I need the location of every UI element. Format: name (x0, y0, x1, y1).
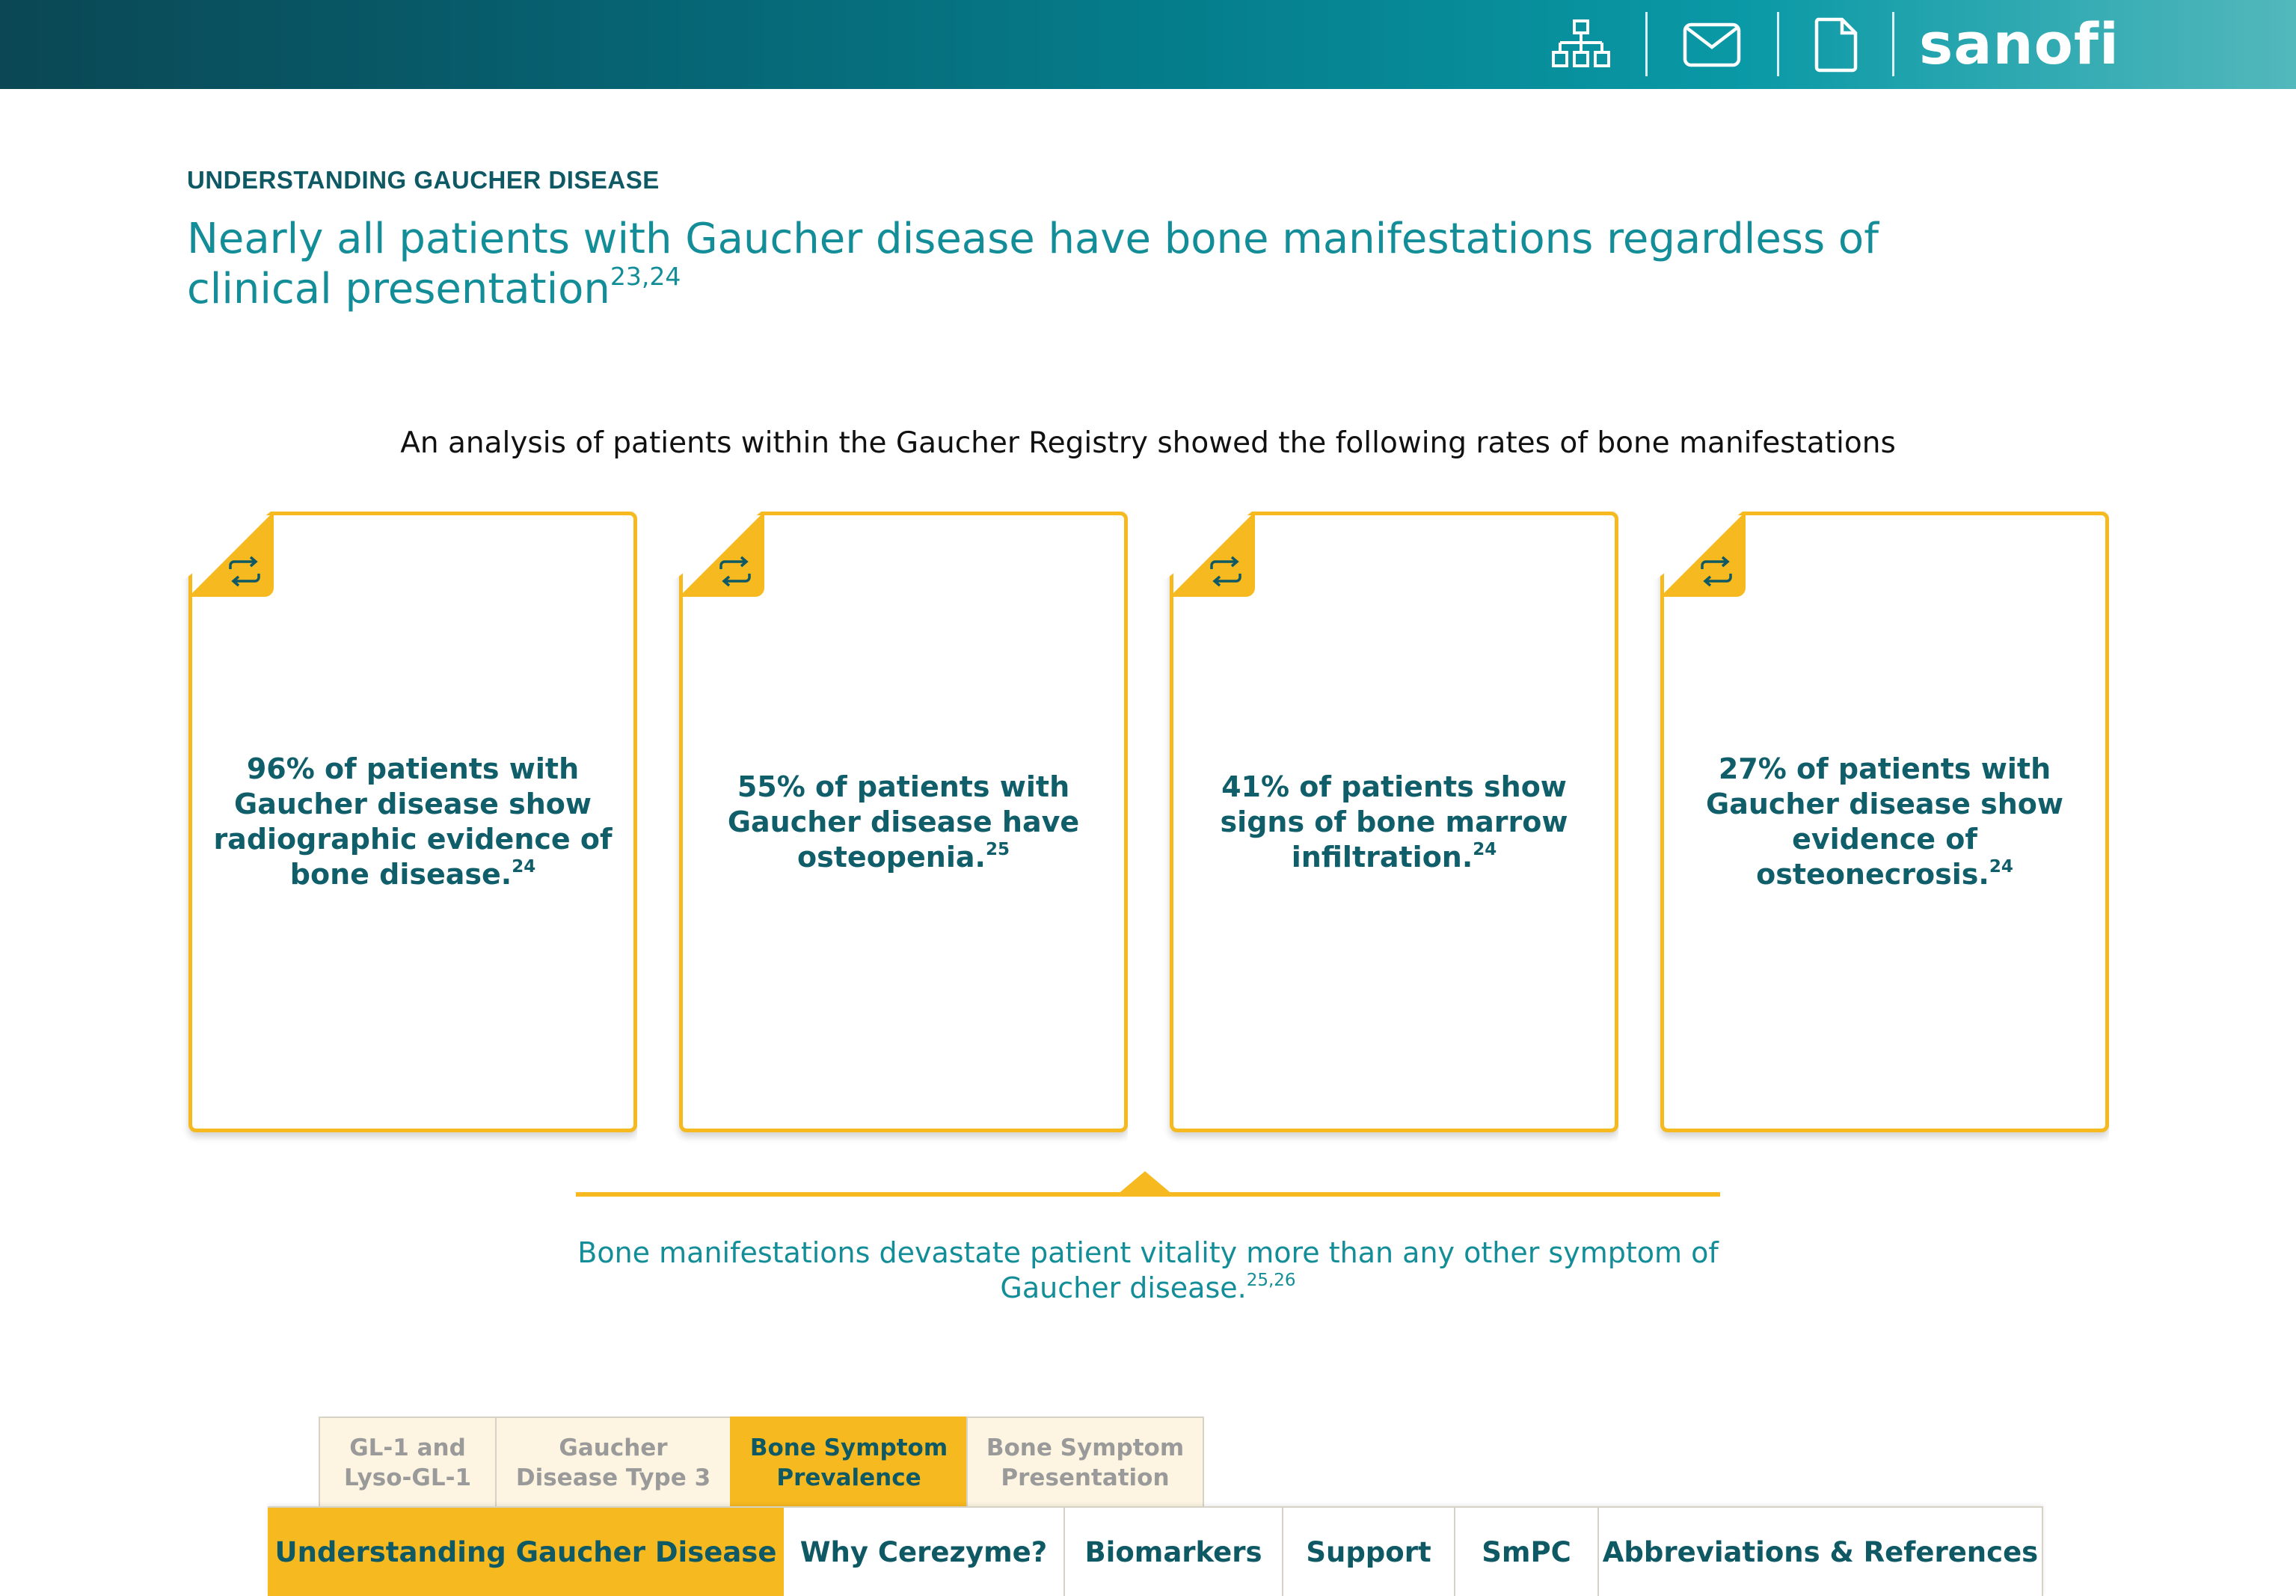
card-statement-text: 55% of patients with Gaucher disease hav… (727, 770, 1080, 874)
subtab-bone-symptom-presentation[interactable]: Bone Symptom Presentation (966, 1417, 1204, 1508)
card-reference: 24 (1989, 857, 2013, 877)
card-statement-text: 96% of patients with Gaucher disease sho… (213, 752, 613, 891)
page-title: Nearly all patients with Gaucher disease… (187, 214, 1982, 314)
top-bar: sanofi (0, 0, 2296, 89)
sanofi-logo: sanofi (1919, 10, 2119, 77)
callout-reference: 25,26 (1246, 1271, 1296, 1290)
header-divider (1645, 12, 1648, 76)
card-statement-text: 27% of patients with Gaucher disease sho… (1706, 752, 2063, 891)
flip-card-2[interactable]: 55% of patients with Gaucher disease hav… (679, 512, 1128, 1132)
section-eyebrow: UNDERSTANDING GAUCHER DISEASE (187, 166, 660, 194)
card-statement: 55% of patients with Gaucher disease hav… (701, 515, 1106, 1129)
sitemap-icon[interactable] (1548, 16, 1615, 73)
nav-why-cerezyme[interactable]: Why Cerezyme? (784, 1508, 1065, 1596)
subtab-gaucher-type-3[interactable]: Gaucher Disease Type 3 (495, 1417, 731, 1508)
flip-icon[interactable] (718, 556, 752, 587)
callout-divider (576, 1192, 1720, 1197)
title-reference: 23,24 (610, 262, 681, 291)
nav-smpc[interactable]: SmPC (1455, 1508, 1599, 1596)
flip-card-1[interactable]: 96% of patients with Gaucher disease sho… (188, 512, 637, 1132)
header-divider (1892, 12, 1894, 76)
card-statement: 41% of patients show signs of bone marro… (1191, 515, 1597, 1129)
subtab-bone-symptom-prevalence[interactable]: Bone Symptom Prevalence (730, 1417, 968, 1508)
flip-icon[interactable] (1209, 556, 1243, 587)
document-icon[interactable] (1802, 16, 1870, 73)
nav-biomarkers[interactable]: Biomarkers (1065, 1508, 1283, 1596)
nav-abbreviations-references[interactable]: Abbreviations & References (1599, 1508, 2043, 1596)
flip-card-4[interactable]: 27% of patients with Gaucher disease sho… (1660, 512, 2109, 1132)
intro-text: An analysis of patients within the Gauch… (400, 426, 1896, 460)
nav-support[interactable]: Support (1283, 1508, 1455, 1596)
card-reference: 25 (985, 839, 1010, 859)
flip-icon[interactable] (227, 556, 262, 587)
card-reference: 24 (1473, 839, 1497, 859)
callout-text: Bone manifestations devastate patient vi… (577, 1236, 1719, 1304)
subtab-gl1-lyso-gl1[interactable]: GL-1 and Lyso-GL-1 (319, 1417, 497, 1508)
mail-icon[interactable] (1678, 16, 1746, 73)
card-reference: 24 (512, 857, 536, 877)
card-statement-text: 41% of patients show signs of bone marro… (1220, 770, 1568, 874)
card-statement: 27% of patients with Gaucher disease sho… (1682, 515, 2087, 1129)
main-navigation: Understanding Gaucher Disease Why Cerezy… (268, 1506, 2043, 1596)
flip-icon[interactable] (1699, 556, 1734, 587)
flip-card-3[interactable]: 41% of patients show signs of bone marro… (1170, 512, 1618, 1132)
nav-understanding-gaucher-disease[interactable]: Understanding Gaucher Disease (268, 1508, 784, 1596)
callout-statement: Bone manifestations devastate patient vi… (576, 1236, 1720, 1306)
header-divider (1777, 12, 1779, 76)
sub-tab-bar: GL-1 and Lyso-GL-1 Gaucher Disease Type … (319, 1417, 1204, 1508)
page-title-text: Nearly all patients with Gaucher disease… (187, 215, 1879, 313)
card-statement: 96% of patients with Gaucher disease sho… (210, 515, 616, 1129)
